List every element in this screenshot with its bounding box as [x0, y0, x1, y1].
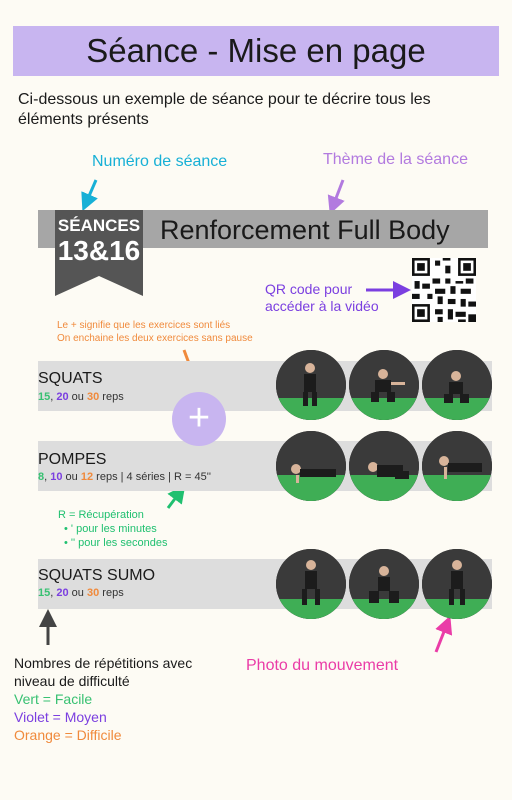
arrow-down-icon — [81, 179, 98, 212]
difficulty-legend: Nombres de répétitions avec niveau de di… — [14, 655, 193, 743]
exercise-name: SQUATS SUMO — [38, 567, 156, 584]
exercise-photo — [349, 549, 419, 619]
bullet-icon: • — [64, 523, 68, 535]
label-session-number: Numéro de séance — [92, 153, 228, 170]
exercise-photo — [422, 431, 492, 501]
exercise-photo — [276, 549, 346, 619]
qr-label: QR code pour accéder à la vidéo — [265, 281, 379, 314]
label-session-theme: Thème de la séance — [323, 151, 468, 168]
plus-link-badge — [172, 392, 226, 446]
title-band — [13, 26, 499, 76]
exercise-reps: 8, 10 ou 12 reps | 4 séries | R = 45'' — [38, 471, 211, 483]
exercise-name: POMPES — [38, 451, 107, 468]
intro-text: Ci-dessous un exemple de séance pour te … — [18, 91, 431, 128]
exercise-photo — [276, 350, 346, 420]
exercise-photo — [349, 350, 419, 420]
plus-icon: + — [187, 397, 211, 439]
exercise-name: SQUATS — [38, 370, 103, 387]
exercise-photo — [422, 350, 492, 420]
exercise-photo — [349, 431, 419, 501]
arrow-up-icon — [434, 615, 453, 653]
exercise-photo — [422, 549, 492, 619]
bullet-icon: • — [64, 537, 68, 549]
exercise-reps: 15, 20 ou 30 reps — [38, 587, 124, 599]
qr-code-icon[interactable] — [412, 258, 476, 322]
arrow-up-icon — [166, 484, 186, 509]
photo-label: Photo du mouvement — [246, 657, 399, 674]
plus-explanation: Le + signifie que les exercices sont lié… — [57, 320, 253, 344]
page-title: Séance - Mise en page — [86, 32, 426, 69]
session-badge — [55, 210, 143, 296]
recuperation-note: R = Récupération • ' pour les minutes • … — [58, 509, 168, 549]
badge-label: SÉANCES — [57, 216, 141, 235]
exercise-photo — [276, 431, 346, 501]
exercise-reps: 15, 20 ou 30 reps — [38, 391, 124, 403]
session-title: Renforcement Full Body — [160, 215, 450, 245]
badge-number: 13&16 — [57, 235, 141, 266]
arrow-down-icon — [327, 179, 345, 215]
